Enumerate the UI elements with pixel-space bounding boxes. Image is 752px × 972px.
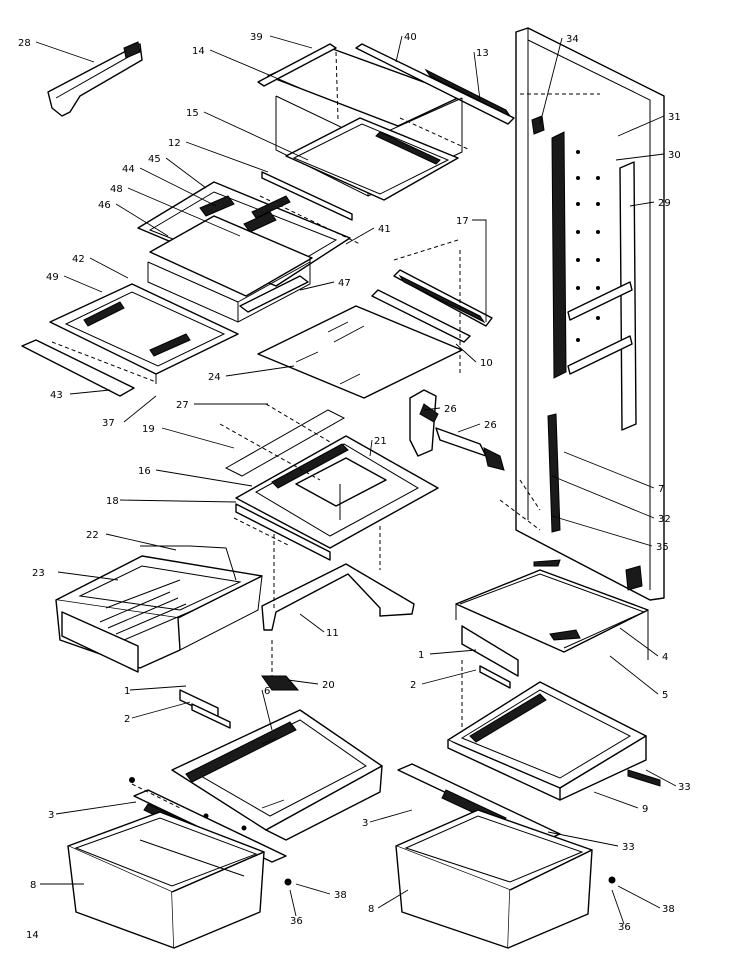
callout-41: 41 xyxy=(378,224,391,235)
callout-30: 30 xyxy=(668,150,681,161)
cabinet-liner-right xyxy=(499,27,665,601)
callout-7: 7 xyxy=(658,484,664,495)
callout-49: 49 xyxy=(46,272,59,283)
callout-14: 14 xyxy=(192,46,205,57)
callout-33-upper: 33 xyxy=(678,782,691,793)
callout-46: 46 xyxy=(98,200,111,211)
part-28-handle xyxy=(47,41,143,117)
right-frame-9 xyxy=(447,625,661,801)
callout-3-left: 3 xyxy=(48,810,54,821)
callout-45: 45 xyxy=(148,154,161,165)
callout-18: 18 xyxy=(106,496,119,507)
callout-40: 40 xyxy=(404,32,417,43)
part-20-clip xyxy=(261,640,300,691)
callout-12: 12 xyxy=(168,138,181,149)
callout-29: 29 xyxy=(658,198,671,209)
callout-8-left: 8 xyxy=(30,880,36,891)
callout-15: 15 xyxy=(186,108,199,119)
callout-4: 4 xyxy=(662,652,668,663)
callout-42: 42 xyxy=(72,254,85,265)
callout-36-right: 36 xyxy=(618,922,631,933)
callout-labels: 28 39 40 14 13 34 15 12 44 45 48 46 41 3… xyxy=(18,32,691,941)
callout-47: 47 xyxy=(338,278,351,289)
callout-28: 28 xyxy=(18,38,31,49)
drawer-grid-pattern xyxy=(99,591,195,641)
middle-shelf-assembly xyxy=(137,181,361,323)
top-shelf-assembly xyxy=(257,43,515,221)
callout-19: 19 xyxy=(142,424,155,435)
callout-38-right: 38 xyxy=(662,904,675,915)
callout-16: 16 xyxy=(138,466,151,477)
callout-26b: 26 xyxy=(484,420,497,431)
left-slide-shelf xyxy=(21,283,239,397)
callout-36-left: 36 xyxy=(290,916,303,927)
part-26-hinge xyxy=(409,389,505,471)
left-drawer-8 xyxy=(67,811,292,949)
callout-44: 44 xyxy=(122,164,135,175)
callout-34: 34 xyxy=(566,34,579,45)
bracket-11 xyxy=(261,526,415,631)
callout-22: 22 xyxy=(86,530,99,541)
callout-6: 6 xyxy=(264,686,270,697)
callout-1-right: 1 xyxy=(418,650,424,661)
left-lower-frame-6 xyxy=(129,689,383,863)
callout-3-right: 3 xyxy=(362,818,368,829)
page-number: 14 xyxy=(26,930,39,941)
right-drawer-8 xyxy=(395,809,616,949)
callout-35: 35 xyxy=(656,542,669,553)
callout-32: 32 xyxy=(658,514,671,525)
glass-cover-4-5 xyxy=(455,559,649,660)
callout-33-lower: 33 xyxy=(622,842,635,853)
callout-37: 37 xyxy=(102,418,115,429)
callout-9: 9 xyxy=(642,804,648,815)
crisper-drawer-23 xyxy=(55,545,263,673)
callout-48: 48 xyxy=(110,184,123,195)
callout-8-right: 8 xyxy=(368,904,374,915)
rail-17-10 xyxy=(371,239,493,343)
callout-23: 23 xyxy=(32,568,45,579)
callout-13: 13 xyxy=(476,48,489,59)
callout-26a: 26 xyxy=(444,404,457,415)
callout-24: 24 xyxy=(208,372,221,383)
callout-17: 17 xyxy=(456,216,469,227)
callout-11: 11 xyxy=(326,628,339,639)
callout-2-right: 2 xyxy=(410,680,416,691)
callout-31: 31 xyxy=(668,112,681,123)
callout-1-left: 1 xyxy=(124,686,130,697)
callout-2-left: 2 xyxy=(124,714,130,725)
drawer-support-assembly xyxy=(219,403,439,561)
callout-43: 43 xyxy=(50,390,63,401)
callout-10: 10 xyxy=(480,358,493,369)
callout-20: 20 xyxy=(322,680,335,691)
callout-39: 39 xyxy=(250,32,263,43)
callout-5: 5 xyxy=(662,690,668,701)
callout-38-left: 38 xyxy=(334,890,347,901)
callout-21: 21 xyxy=(374,436,387,447)
leader-lines xyxy=(35,35,677,925)
callout-27: 27 xyxy=(176,400,189,411)
